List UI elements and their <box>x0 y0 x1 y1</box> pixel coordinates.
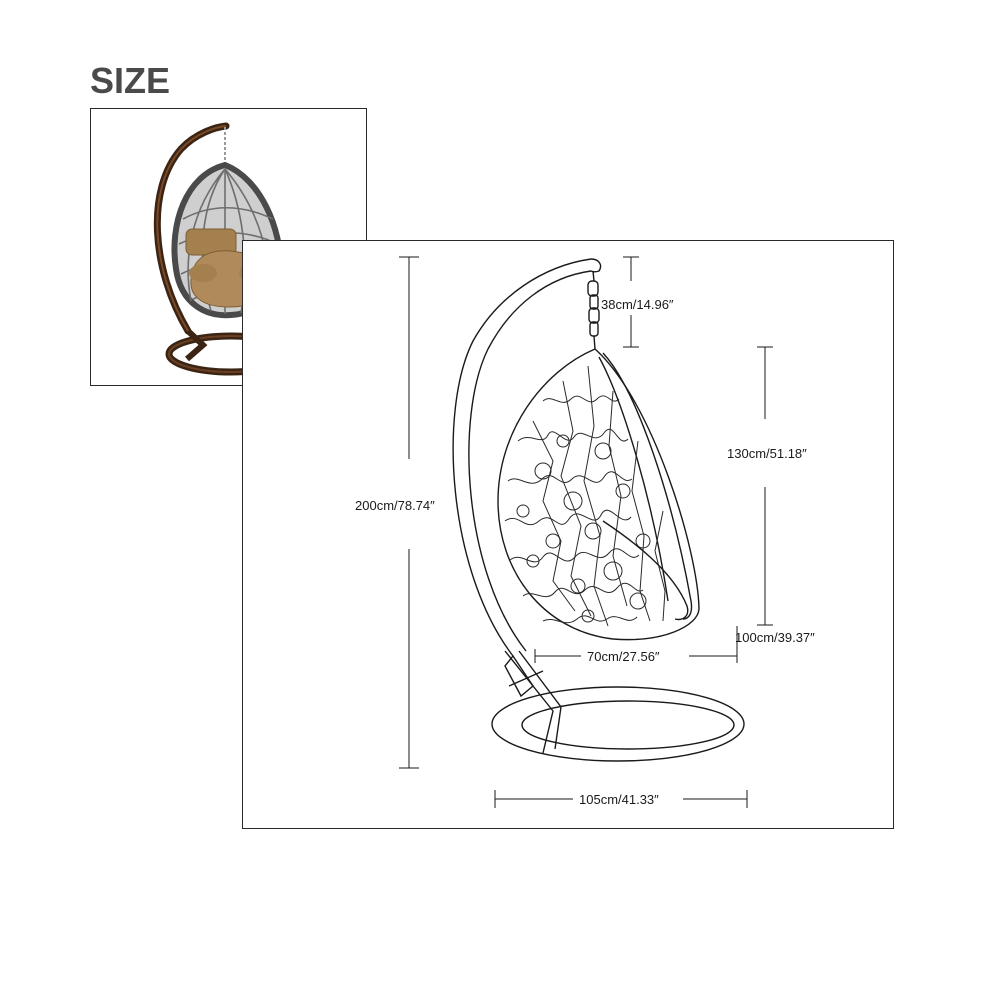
base-inner <box>521 700 735 750</box>
base-outer <box>491 686 745 762</box>
seat-height-label: 100cm/39.37″ <box>735 630 815 645</box>
chair-height-label: 130cm/51.18″ <box>727 446 807 461</box>
base-width-label: 105cm/41.33″ <box>579 792 659 807</box>
chair-line-drawing <box>399 256 773 808</box>
chain-length-label: 38cm/14.96″ <box>601 297 674 312</box>
chair-width-label: 70cm/27.56″ <box>587 649 660 664</box>
dimension-lines <box>399 256 773 808</box>
size-heading: SIZE <box>90 60 171 101</box>
dimension-diagram: 38cm/14.96″ 130cm/51.18″ 200cm/78.74″ 10… <box>242 240 894 829</box>
total-height-label: 200cm/78.74″ <box>355 498 435 513</box>
